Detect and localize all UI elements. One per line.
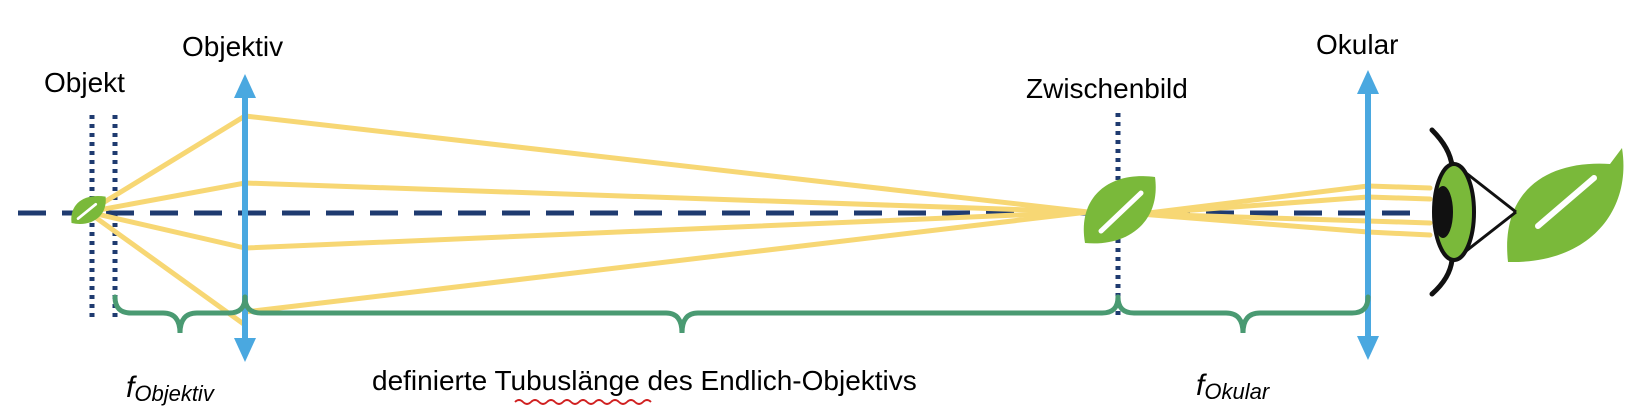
label-f-objective: fObjektiv (126, 371, 216, 406)
brace-f-ocular (1115, 294, 1371, 334)
spellcheck-underline (514, 399, 652, 405)
label-f-ocular: fOkular (1196, 369, 1271, 404)
braces (112, 294, 1371, 334)
label-okular: Okular (1316, 29, 1398, 60)
virtual-image-leaf-icon (1507, 148, 1624, 263)
objective-rays (85, 113, 1091, 328)
intermediate-image-leaf-icon (1083, 176, 1156, 244)
label-objektiv: Objektiv (182, 31, 283, 62)
label-objekt: Objekt (44, 67, 125, 98)
eye-icon (1429, 127, 1517, 297)
caption-tube-length: definierte Tubuslänge des Endlich-Objekt… (372, 365, 917, 396)
brace-f-objective (112, 294, 248, 334)
label-zwischenbild: Zwischenbild (1026, 73, 1188, 104)
object-leaf-icon (71, 195, 106, 224)
caption-underlined-word: Tubuslänge (494, 365, 639, 396)
ocular-rays (1137, 183, 1433, 238)
brace-tube-length (242, 294, 1121, 334)
